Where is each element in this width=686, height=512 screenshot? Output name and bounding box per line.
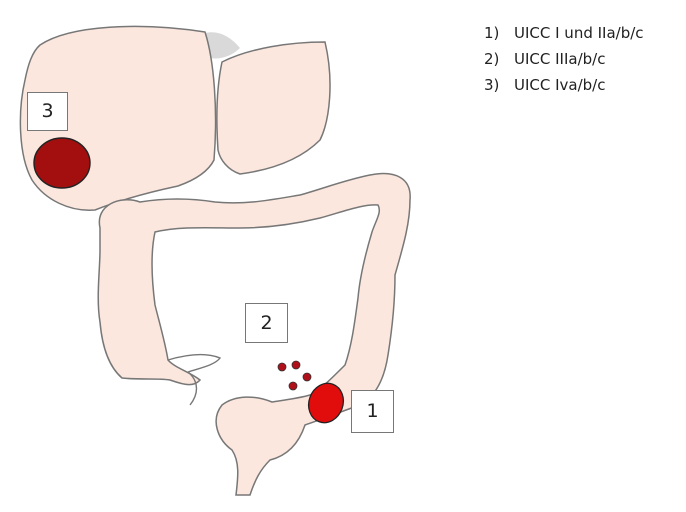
marker-box-1: 1 — [351, 390, 394, 433]
marker-box-2: 2 — [245, 303, 288, 343]
lymph-node-dot — [278, 363, 286, 371]
lymph-node-dot — [289, 382, 297, 390]
legend-item: 3)UICC Iva/b/c — [484, 72, 644, 98]
legend-number: 3) — [484, 72, 514, 98]
marker-label-2: 2 — [260, 312, 272, 334]
lymph-node-dot — [292, 361, 300, 369]
legend-text: UICC IIIa/b/c — [514, 50, 605, 68]
legend-item: 1)UICC I und IIa/b/c — [484, 20, 644, 46]
legend: 1)UICC I und IIa/b/c 2)UICC IIIa/b/c 3)U… — [484, 20, 644, 98]
legend-text: UICC I und IIa/b/c — [514, 24, 644, 42]
legend-text: UICC Iva/b/c — [514, 76, 606, 94]
tumor-liver-metastasis — [34, 138, 90, 188]
legend-item: 2)UICC IIIa/b/c — [484, 46, 644, 72]
liver-left-lobe — [217, 42, 330, 174]
marker-box-3: 3 — [27, 92, 68, 131]
marker-label-1: 1 — [366, 400, 378, 422]
legend-number: 2) — [484, 46, 514, 72]
legend-number: 1) — [484, 20, 514, 46]
marker-label-3: 3 — [41, 100, 53, 122]
lymph-node-dot — [303, 373, 311, 381]
